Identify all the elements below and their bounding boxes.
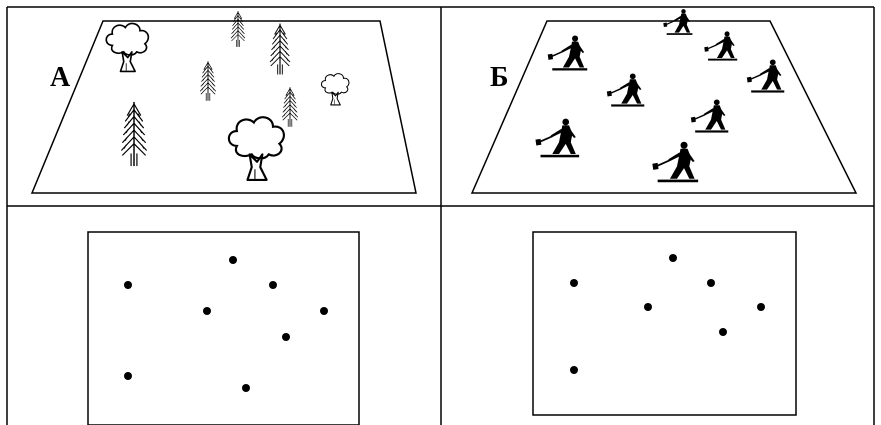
map-dot [269, 281, 277, 289]
map-dot [707, 279, 715, 287]
panel-b: Б [472, 9, 856, 415]
map-dot [229, 256, 237, 264]
panel-a-label: А [50, 62, 71, 93]
map-dot [669, 254, 677, 262]
map-dot [570, 279, 578, 287]
map-dot [242, 384, 250, 392]
map-b [533, 232, 796, 415]
map-dot [124, 281, 132, 289]
panel-b-label: Б [490, 62, 509, 93]
map-dot [203, 307, 211, 315]
panel-a: А [32, 11, 416, 425]
field-b [472, 21, 856, 193]
map-dot [719, 328, 727, 336]
map-dot [570, 366, 578, 374]
map-dot [282, 333, 290, 341]
map-a [88, 232, 359, 425]
map-dot [320, 307, 328, 315]
map-dot [644, 303, 652, 311]
field-a [32, 21, 416, 193]
map-dot [124, 372, 132, 380]
map-dot [757, 303, 765, 311]
